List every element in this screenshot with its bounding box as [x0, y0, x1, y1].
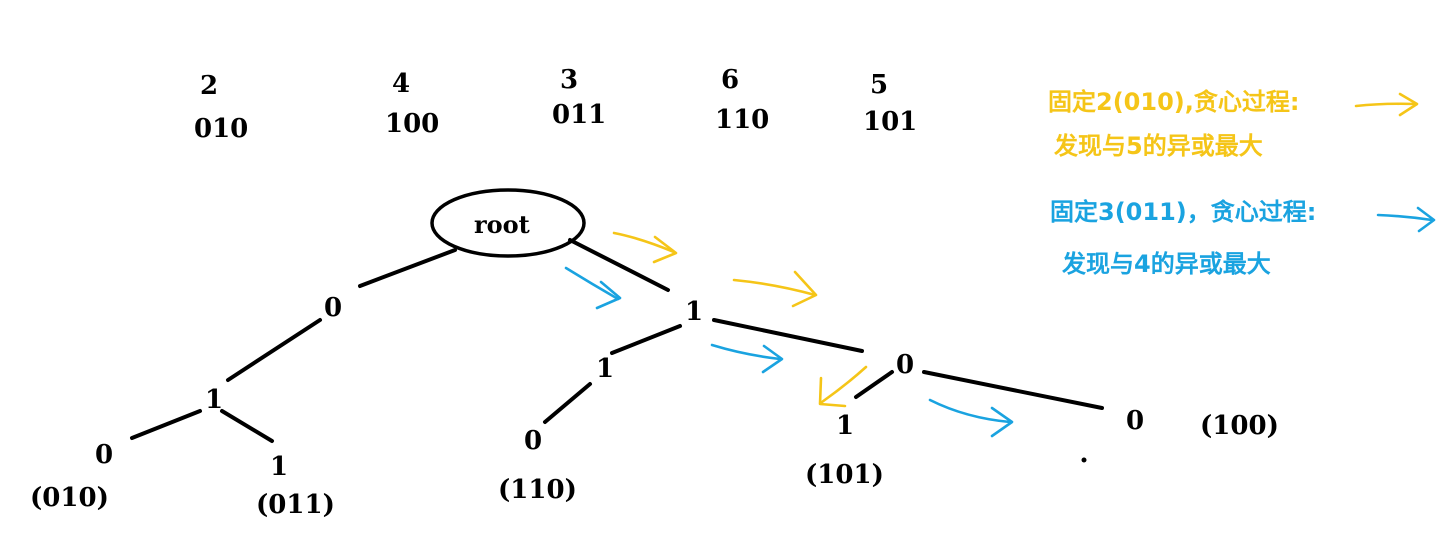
yellow-arrow-3-head	[818, 376, 847, 408]
blue-legend-arrow-head	[1416, 206, 1436, 233]
blue-arrow-3-head	[990, 406, 1014, 438]
yellow-arrow-3-shaft	[820, 365, 868, 404]
number-4-decimal: 4	[392, 69, 410, 99]
blue-note: 固定3(011)，贪心过程: 发现与4的异或最大	[1050, 198, 1436, 278]
bit-label-0-leaf-110: 0	[524, 426, 542, 456]
blue-arrow-1-head	[595, 280, 622, 310]
bit-label-1-level2-mid: 1	[596, 354, 614, 384]
number-5-decimal: 5	[870, 70, 888, 100]
edge-1-to-0	[712, 318, 864, 353]
leaf-010: (010)	[30, 483, 109, 513]
blue-arrow-2-head	[761, 344, 784, 374]
blue-arrow-2-shaft	[710, 343, 782, 361]
yellow-path-arrows	[612, 231, 868, 408]
edge-11-to-0	[543, 382, 592, 424]
blue-legend-arrow-shaft	[1376, 213, 1434, 222]
number-2-binary: 010	[194, 114, 248, 144]
blue-note-line1: 固定3(011)，贪心过程:	[1050, 198, 1316, 226]
trie-leaf-values: (010) (011) (110) (101) (100)	[30, 411, 1279, 520]
yellow-note: 固定2(010),贪心过程: 发现与5的异或最大	[1048, 88, 1419, 160]
yellow-note-line2: 发现与5的异或最大	[1053, 132, 1263, 160]
leaf-110: (110)	[498, 475, 577, 505]
bit-label-1-level2-left: 1	[205, 385, 223, 415]
bit-label-0-leaf-100: 0	[1126, 406, 1144, 436]
number-6-decimal: 6	[721, 65, 739, 95]
edge-01-to-0	[130, 409, 202, 440]
number-4-binary: 100	[385, 109, 439, 139]
edge-root-to-0	[358, 248, 457, 288]
trie-root-node: root	[430, 188, 586, 258]
leaf-011: (011)	[256, 490, 335, 520]
edge-0-to-1	[226, 318, 322, 382]
yellow-arrow-1-shaft	[612, 231, 676, 254]
number-5-binary: 101	[863, 107, 917, 137]
root-ellipse	[430, 188, 586, 258]
bit-label-1-leaf-011: 1	[270, 452, 288, 482]
trie-bit-labels: 0 1 0 1 1 1 0 0 1 0	[95, 293, 1144, 482]
edge-10-to-0	[922, 370, 1104, 410]
blue-note-line2: 发现与4的异或最大	[1061, 250, 1271, 278]
edge-01-to-1	[220, 409, 274, 443]
yellow-note-line1: 固定2(010),贪心过程:	[1048, 88, 1299, 116]
edge-10-to-1	[854, 370, 894, 399]
number-6-binary: 110	[715, 105, 769, 135]
bit-label-1-level1: 1	[685, 297, 703, 327]
bit-label-0-leaf-010: 0	[95, 440, 113, 470]
leaf-101: (101)	[805, 460, 884, 490]
number-list: 2 010 4 100 3 011 6 110 5 101	[194, 65, 917, 144]
yellow-legend-arrow-head	[1398, 92, 1419, 117]
edge-1-to-1	[610, 324, 682, 355]
trie-edges	[130, 238, 1104, 443]
blue-arrow-1-shaft	[564, 266, 620, 301]
number-2-decimal: 2	[200, 71, 218, 101]
root-label: root	[474, 210, 530, 239]
leaf-100: (100)	[1200, 411, 1279, 441]
stray-dot	[1081, 457, 1087, 463]
edge-root-to-1	[568, 238, 670, 292]
bit-label-0-level2-right: 0	[896, 350, 914, 380]
yellow-legend-arrow-shaft	[1354, 102, 1418, 108]
blue-path-arrows	[564, 266, 1014, 438]
bit-label-1-leaf-101: 1	[836, 411, 854, 441]
yellow-arrow-2-shaft	[732, 278, 817, 297]
yellow-arrow-2-head	[791, 270, 818, 308]
number-3-decimal: 3	[560, 65, 578, 95]
blue-arrow-3-shaft	[928, 398, 1012, 424]
yellow-arrow-1-head	[652, 235, 678, 264]
bit-label-0-level1: 0	[324, 293, 342, 323]
number-3-binary: 011	[552, 100, 606, 130]
